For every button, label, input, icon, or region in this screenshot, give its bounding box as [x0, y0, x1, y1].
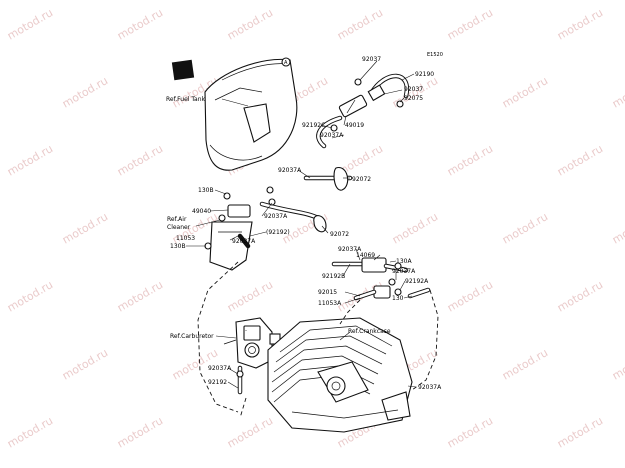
watermark-text: motod.ru [500, 346, 550, 382]
part-label: 92192 [208, 379, 227, 386]
part-label: 92072 [330, 231, 349, 238]
watermark-text: motod.ru [500, 74, 550, 110]
part-label: 49040 [192, 208, 211, 215]
watermark-text: motod.ru [445, 278, 495, 314]
watermark-text: motod.ru [60, 210, 110, 246]
part-labels: 92037 92190 92037 92075 92192C 49019 920… [170, 56, 442, 391]
watermark-text: motod.ru [5, 6, 55, 42]
watermark-text: motod.ru [610, 210, 625, 246]
watermark-text: motod.ru [115, 278, 165, 314]
watermark-text: motod.ru [445, 6, 495, 42]
kawasaki-emblem-icon: KAWASAKI [171, 59, 195, 85]
watermark-text: motod.ru [60, 346, 110, 382]
watermark-text: motod.ru [115, 142, 165, 178]
watermark-text: motod.ru [115, 414, 165, 450]
watermark-text: motod.ru [445, 414, 495, 450]
valve-bracket-assembly [204, 192, 253, 271]
watermark-text: motod.ru [610, 74, 625, 110]
fuel-tank: A [204, 57, 298, 171]
watermark-text: motod.ru [555, 414, 605, 450]
part-label: 92192C [302, 122, 325, 129]
watermark-text: motod.ru [555, 142, 605, 178]
part-label: 92072 [352, 176, 371, 183]
part-label: 11053A [318, 300, 342, 307]
part-label: 130B [198, 187, 214, 194]
part-label: 92015 [318, 289, 337, 296]
diagram-code: E1520 [427, 52, 443, 58]
watermark-text: motod.ru [445, 142, 495, 178]
watermark-text: motod.ru [500, 210, 550, 246]
watermark-text: motod.ru [5, 278, 55, 314]
watermark-text: motod.ru [225, 278, 275, 314]
watermark-text: motod.ru [5, 142, 55, 178]
part-label: 92037A [418, 384, 442, 391]
watermark-text: motod.ru [225, 414, 275, 450]
part-label: 92037A [338, 246, 362, 253]
part-label: 130 [392, 295, 404, 302]
part-label: 92075 [404, 95, 423, 102]
part-label: 92192B [322, 273, 345, 280]
part-label: 92037 [404, 86, 423, 93]
leader-lines [186, 60, 417, 389]
watermark-text: motod.ru [555, 278, 605, 314]
engine-crankcase [267, 317, 413, 433]
watermark-text: motod.ru [5, 414, 55, 450]
ref-carburetor-label: Ref.Carburetor [170, 333, 214, 340]
emblem-text: KAWASAKI [173, 79, 189, 85]
part-label: 92037A [208, 365, 232, 372]
hose-routing-lines [197, 261, 439, 419]
part-label: 130B [170, 243, 186, 250]
part-label: 49019 [345, 122, 364, 129]
watermark-text: motod.ru [225, 6, 275, 42]
watermark-text: motod.ru [60, 74, 110, 110]
watermark-text: motod.ru [610, 346, 625, 382]
part-label: 92037 [362, 56, 381, 63]
watermark-text: motod.ru [390, 210, 440, 246]
part-label: 92037A [320, 132, 344, 139]
part-label: 92037A [278, 167, 302, 174]
part-label: 130A [396, 258, 412, 265]
part-label: 92190 [415, 71, 434, 78]
breather-joint-assembly [331, 257, 431, 301]
callout-marker-a-top: A [284, 60, 288, 66]
part-label: 11053 [176, 235, 195, 242]
ref-crankcase-label: Ref.Crankcase [348, 328, 391, 335]
part-label: 92037A [232, 238, 256, 245]
part-label: 92037A [392, 268, 416, 275]
watermark-text: motod.ru [115, 6, 165, 42]
ref-air-cleaner-label-2: Cleaner [167, 224, 191, 231]
part-label: 14069 [356, 252, 375, 259]
watermark-text: motod.ru [335, 6, 385, 42]
ref-air-cleaner-label-1: Ref.Air [167, 216, 187, 223]
watermark-text: motod.ru [555, 6, 605, 42]
part-label: (92192) [266, 229, 290, 236]
fuel-filter-assembly [316, 73, 410, 149]
part-label: 92192A [405, 278, 429, 285]
middle-hose-assembly [259, 167, 353, 233]
part-label: 92037A [264, 213, 288, 220]
carburetor [223, 317, 281, 395]
ref-fuel-tank-label: Ref.Fuel Tank [166, 96, 206, 103]
